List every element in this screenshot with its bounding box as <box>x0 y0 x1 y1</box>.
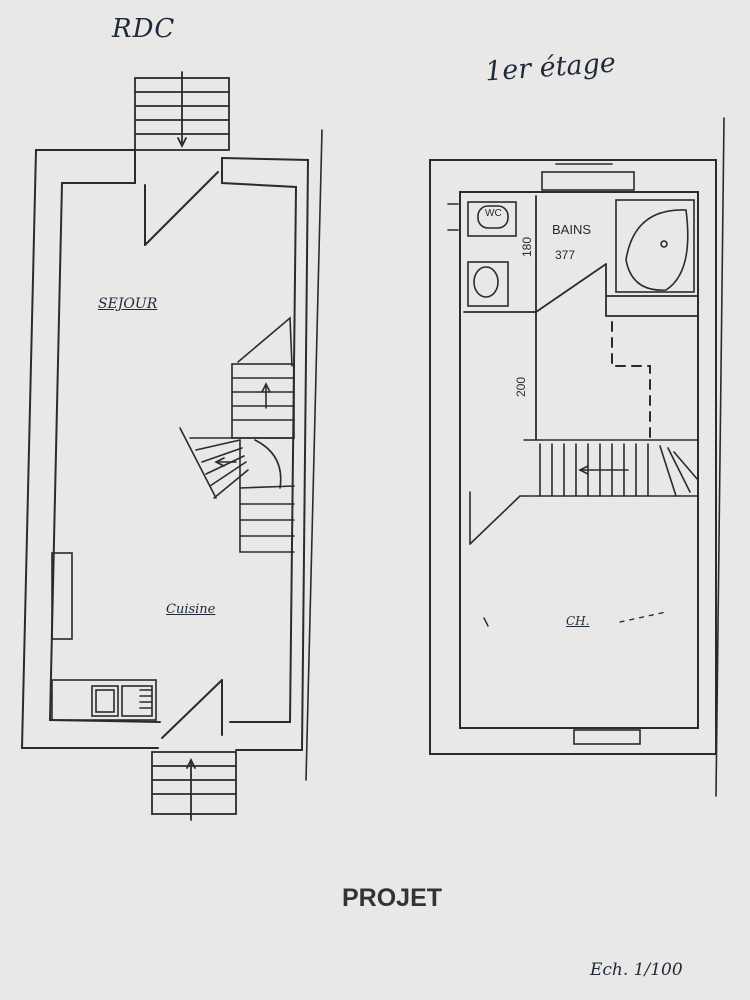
room-label-wc: WC <box>485 208 502 219</box>
ground-outer-wall-right <box>221 157 310 751</box>
front-steps <box>134 71 230 151</box>
project-status-label: PROJET <box>342 884 443 912</box>
room-label-bathroom: BAINS <box>552 222 592 237</box>
ground-floor-plan <box>20 71 323 821</box>
bathroom-dimension: 377 <box>555 248 576 262</box>
landing-dashed-line <box>611 321 651 441</box>
ground-floor-title: RDC <box>112 14 176 44</box>
ground-staircase <box>179 316 295 553</box>
bedroom-marks <box>619 611 667 623</box>
upper-staircase <box>469 439 699 545</box>
upper-outer-wall <box>429 159 717 755</box>
bedroom-mark-left <box>483 617 489 627</box>
back-door-leaf <box>161 679 223 739</box>
upper-window-bottom <box>573 729 641 745</box>
ground-outer-wall <box>20 149 159 749</box>
dimension-landing-height: 200 <box>514 376 529 398</box>
room-label-kitchen: Cuisine <box>166 602 216 617</box>
room-label-living: SEJOUR <box>98 296 158 312</box>
upper-inner-wall <box>459 191 699 729</box>
back-steps <box>151 751 237 821</box>
room-label-bedroom: CH. <box>566 614 590 628</box>
dimension-bath-height: 180 <box>520 236 535 258</box>
wc-fixture <box>447 201 517 307</box>
bathroom-partitions <box>463 195 699 441</box>
front-door-leaf <box>144 171 219 246</box>
upper-window-top <box>541 163 635 191</box>
upper-reference-line <box>715 117 725 797</box>
ground-reference-line <box>305 129 323 781</box>
kitchen-fixtures <box>51 552 157 721</box>
ground-inner-wall-right <box>221 169 298 723</box>
scale-label: Ech. 1/100 <box>590 960 683 980</box>
bathtub <box>615 199 695 293</box>
upper-floor-plan <box>429 117 725 797</box>
